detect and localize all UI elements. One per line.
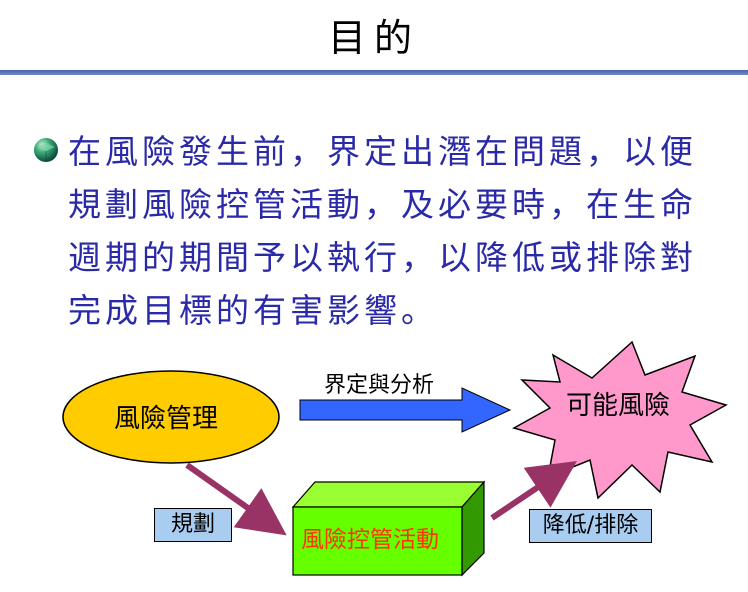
identify-analysis-label: 界定與分析	[324, 373, 435, 398]
control-activity-label: 風險控管活動	[301, 527, 439, 553]
planning-label: 規劃	[154, 508, 232, 542]
page-title: 目的	[327, 16, 420, 60]
possible-risk-label: 可能風險	[566, 391, 671, 421]
planning-arrow	[185, 462, 287, 536]
risk-management-label: 風險管理	[114, 404, 219, 434]
control-box-top	[291, 481, 486, 508]
green-gem-bullet-icon	[34, 138, 58, 162]
reduce-eliminate-label: 降低/排除	[529, 509, 652, 543]
identify-arrow	[299, 387, 512, 433]
reduce-arrow	[490, 460, 577, 521]
possible-risk-burst	[512, 340, 728, 500]
title-divider	[0, 70, 748, 75]
risk-management-ellipse	[62, 370, 280, 464]
control-box-front	[292, 506, 463, 576]
bullet-text: 在風險發生前，界定出潛在問題，以便規劃風險控管活動，及必要時，在生命週期的期間予…	[68, 132, 697, 330]
